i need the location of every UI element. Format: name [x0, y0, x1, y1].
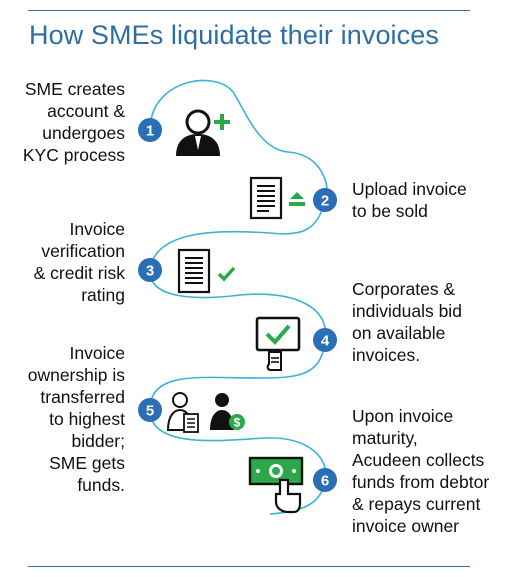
bottom-rule	[28, 566, 470, 567]
step-number: 6	[321, 473, 329, 490]
document-check-icon	[177, 248, 236, 294]
step-badge-5: 5	[138, 398, 162, 422]
step-number: 1	[146, 123, 154, 140]
step-badge-4: 4	[313, 328, 337, 352]
step-4-text: Corporates & individuals bid on availabl…	[352, 279, 462, 365]
svg-text:$: $	[234, 416, 241, 430]
step-number: 5	[146, 403, 154, 420]
transfer-users-icon: $	[166, 392, 245, 433]
step-number: 3	[146, 263, 154, 280]
step-badge-6: 6	[313, 468, 337, 492]
step-number: 2	[321, 193, 329, 210]
step-1-text: SME creates account & undergoes KYC proc…	[22, 79, 125, 165]
step-badge-1: 1	[138, 118, 162, 142]
step-5-text: Invoice ownership is transferred to high…	[27, 343, 125, 495]
step-3-text: Invoice verification & credit risk ratin…	[33, 219, 125, 305]
flow-curve	[149, 79, 328, 515]
user-add-icon	[176, 109, 230, 156]
step-6-text: Upon invoice maturity, Acudeen collects …	[352, 406, 490, 536]
step-number: 4	[321, 333, 330, 350]
step-badge-3: 3	[138, 258, 162, 282]
vote-check-icon	[255, 316, 301, 371]
step-2-text: Upload invoice to be sold	[352, 179, 467, 221]
page-title: How SMEs liquidate their invoices	[29, 20, 439, 50]
document-upload-icon	[249, 176, 305, 220]
step-badge-2: 2	[313, 188, 337, 212]
top-rule	[28, 10, 470, 11]
cash-hand-icon	[248, 456, 304, 514]
